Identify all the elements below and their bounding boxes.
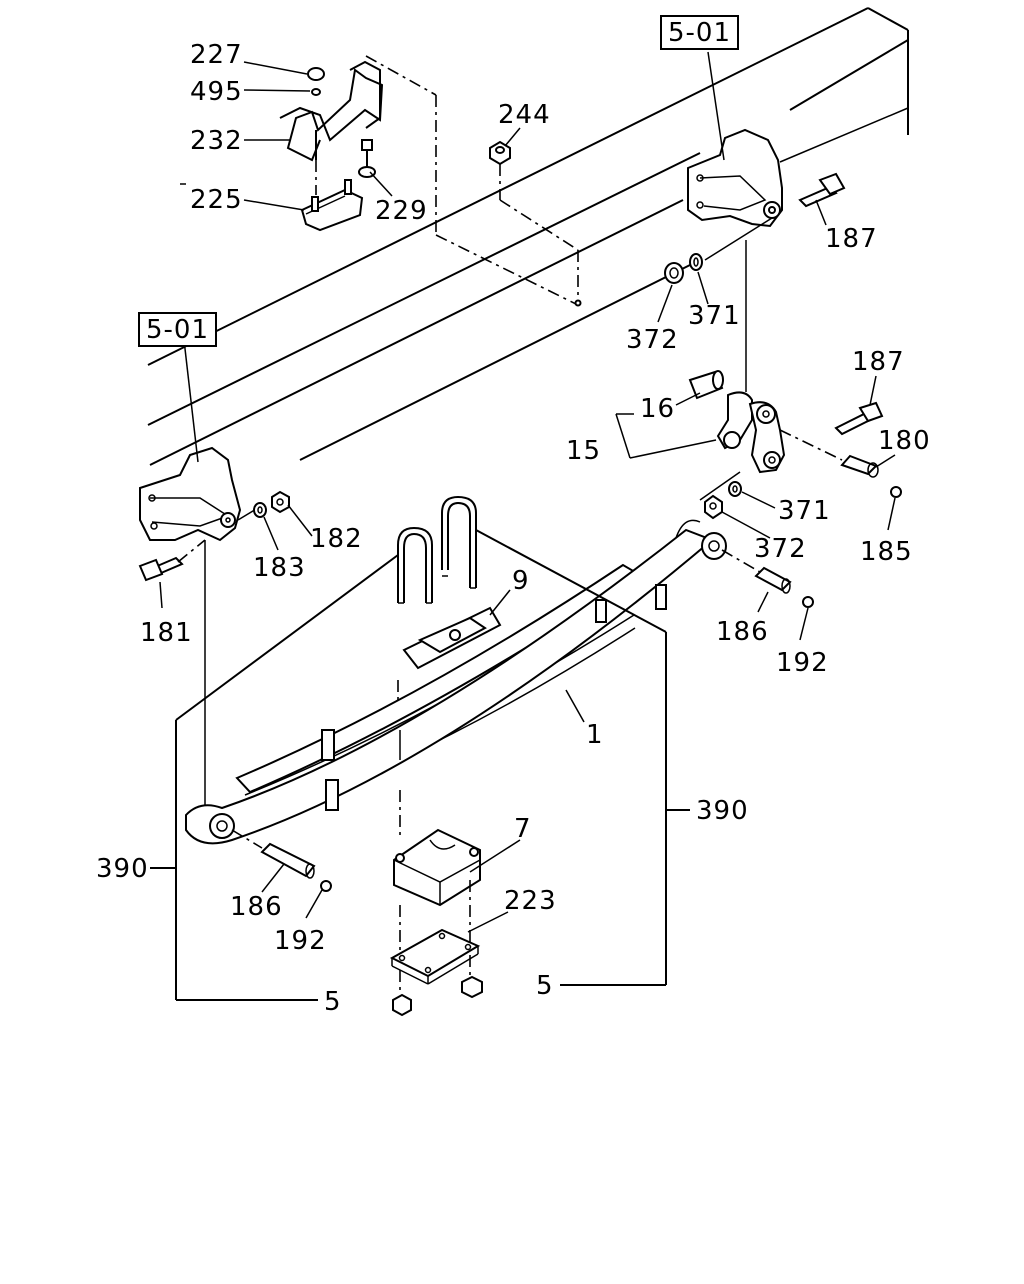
callout-182: 182 [310, 524, 363, 554]
reference-box-left: 5-01 [138, 312, 218, 347]
spring-pin-left [231, 829, 332, 892]
callout-390-right: 390 [696, 796, 749, 826]
spring-seat [402, 606, 502, 691]
assembly-brackets [150, 529, 690, 1001]
callout-185: 185 [860, 537, 913, 567]
callout-1: 1 [586, 720, 604, 750]
u-bolt-nuts [392, 955, 483, 1017]
nut-244 [489, 140, 582, 307]
callout-223: 223 [504, 886, 557, 916]
callout-225: 225 [190, 185, 243, 215]
bump-stopper-bracket [279, 55, 579, 306]
callout-5-left: 5 [324, 987, 342, 1017]
callout-192-left: 192 [274, 926, 327, 956]
callout-15: 15 [566, 436, 602, 466]
callout-372-mid: 372 [754, 534, 807, 564]
callout-183: 183 [253, 553, 306, 583]
callout-186-left: 186 [230, 892, 283, 922]
callout-16: 16 [640, 394, 676, 424]
leader-lines [159, 51, 896, 933]
callout-186-right: 186 [716, 617, 769, 647]
washers-top [664, 253, 703, 284]
reference-box-right: 5-01 [660, 15, 740, 50]
callout-9: 9 [512, 566, 530, 596]
callout-227: 227 [190, 40, 243, 70]
callout-7: 7 [514, 814, 532, 844]
callout-495: 495 [190, 77, 243, 107]
washers-mid [704, 481, 742, 520]
leaf-spring-pack [185, 519, 727, 845]
front-hanger-bracket [138, 446, 290, 810]
spring-pin-right [721, 549, 814, 608]
callout-187-top: 187 [825, 224, 878, 254]
callout-192-right: 192 [776, 648, 829, 678]
callout-181: 181 [140, 618, 193, 648]
callout-180: 180 [878, 426, 931, 456]
callout-390-left: 390 [96, 854, 149, 884]
callout-187-mid: 187 [852, 347, 905, 377]
callout-372-top: 372 [626, 325, 679, 355]
callout-5-right: 5 [536, 971, 554, 1001]
spring-plate [389, 880, 481, 985]
callout-244: 244 [498, 100, 551, 130]
frame-rail [147, 7, 909, 466]
u-bolts [397, 495, 477, 604]
rear-hanger-bracket [687, 128, 846, 261]
callout-371-mid: 371 [778, 496, 831, 526]
callout-232: 232 [190, 126, 243, 156]
callout-371-top: 371 [688, 301, 741, 331]
lower-spacer [393, 828, 481, 907]
callout-229: 229 [375, 196, 428, 226]
shackle-assembly [688, 240, 902, 501]
